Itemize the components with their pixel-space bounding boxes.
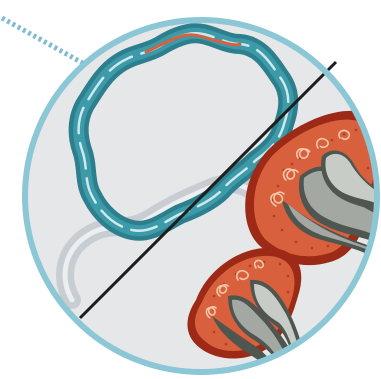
- callout-dotted-line: [2, 18, 88, 66]
